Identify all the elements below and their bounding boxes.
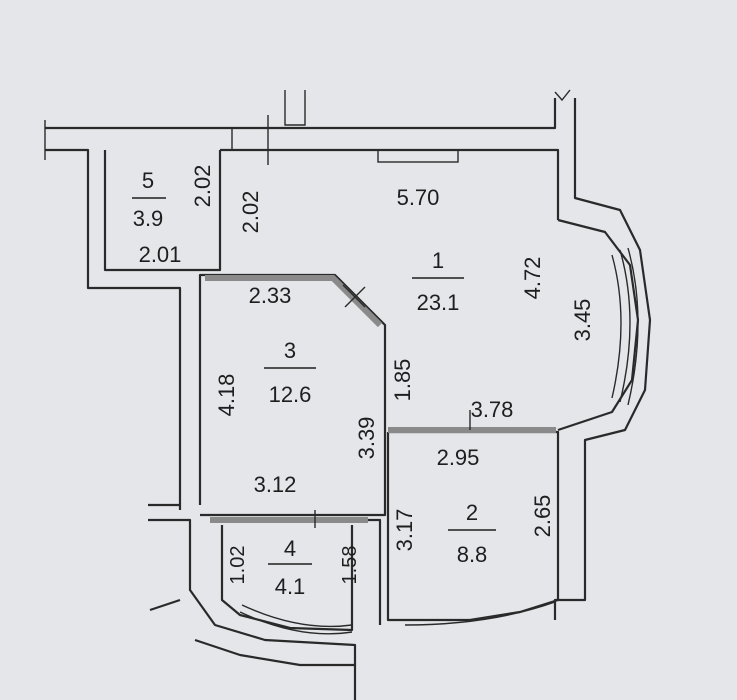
dim-r3-bottom: 3.12 [254, 472, 297, 497]
room-4: 4 4.1 [268, 536, 312, 599]
dim-r1-top: 5.70 [397, 185, 440, 210]
room-number: 2 [466, 500, 478, 525]
room-number: 4 [284, 536, 296, 561]
dim-r1-inner: 1.85 [390, 359, 415, 402]
room-number: 3 [284, 338, 296, 363]
dim-r4-left: 1.02 [227, 546, 249, 585]
dim-r2-left: 3.17 [392, 509, 417, 552]
dim-r5-right: 2.02 [190, 165, 215, 208]
walls [44, 89, 652, 700]
room-area: 8.8 [457, 542, 488, 567]
room-5: 5 3.9 [132, 168, 166, 231]
room-number: 1 [432, 248, 444, 273]
room-number: 5 [142, 168, 154, 193]
dim-r1-right: 4.72 [520, 257, 545, 300]
dim-r2-right: 2.65 [530, 495, 555, 538]
dim-r3-right: 3.39 [354, 417, 379, 460]
room-area: 23.1 [417, 290, 460, 315]
dim-r1-left: 2.02 [238, 191, 263, 234]
room-area: 4.1 [275, 574, 306, 599]
room-2: 2 8.8 [448, 500, 496, 567]
dim-r3-top: 2.33 [249, 283, 292, 308]
dim-r4-right: 1.58 [339, 546, 361, 585]
dim-r2-top: 2.95 [437, 445, 480, 470]
dim-r3-left: 4.18 [214, 374, 239, 417]
room-1: 1 23.1 [412, 248, 464, 315]
room-area: 12.6 [269, 382, 312, 407]
dim-r1-bottom: 3.78 [471, 397, 514, 422]
dimension-labels: 5.70 4.72 3.45 3.78 1.85 2.02 2.02 2.01 … [139, 165, 595, 585]
dim-r5-bottom: 2.01 [139, 242, 182, 267]
dim-r1-bay: 3.45 [570, 299, 595, 342]
room-3: 3 12.6 [264, 338, 316, 407]
room-area: 3.9 [133, 206, 164, 231]
